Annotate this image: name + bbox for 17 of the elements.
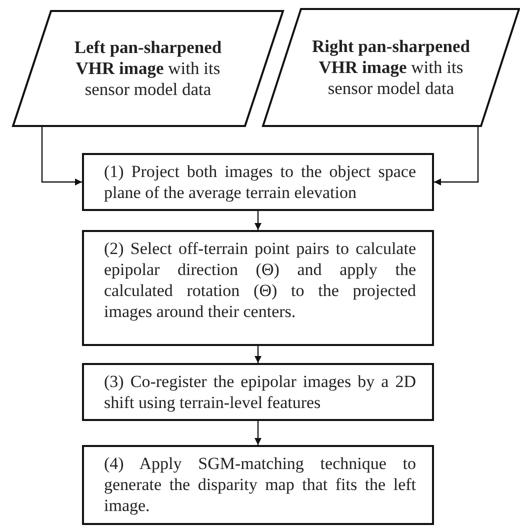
process-box bbox=[82, 363, 434, 421]
arrow bbox=[254, 346, 262, 363]
process-box bbox=[82, 153, 434, 211]
step-text: (1) Project both images to the object space plane of the average terrain elevation bbox=[104, 161, 416, 203]
process-box bbox=[82, 445, 434, 525]
arrow bbox=[41, 126, 82, 186]
step-text: (4) Apply SGM-matching technique to generate the disparity map that fits the left image. bbox=[104, 453, 416, 516]
arrow bbox=[254, 211, 262, 230]
step-text: (2) Select off-terrain point pairs to calculate epipolar direction (Θ) and apply the calculated rotation (Θ) to the projected images around their centers. bbox=[104, 238, 416, 322]
arrow bbox=[254, 421, 262, 445]
input-description: Right pan-sharpened VHR image with its sensor model data bbox=[310, 36, 472, 99]
input-description: Left pan-sharpened VHR image with its sensor model data bbox=[73, 37, 223, 100]
input-parallelogram bbox=[262, 8, 520, 127]
step-text: (3) Co-register the epipolar images by a 2D shift using terrain-level features bbox=[104, 371, 416, 413]
arrow bbox=[434, 126, 479, 186]
process-box bbox=[82, 230, 434, 346]
input-parallelogram bbox=[12, 10, 284, 127]
